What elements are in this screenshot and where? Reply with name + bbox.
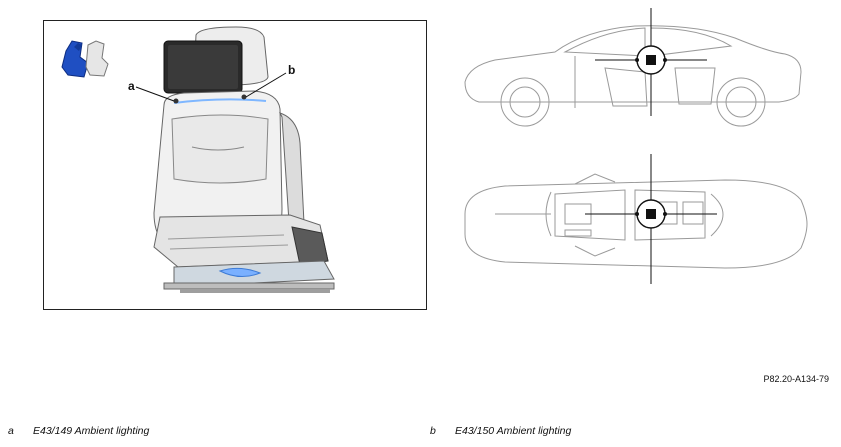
legend-text: E43/150 Ambient lighting — [455, 425, 572, 437]
seat-position-icon — [61, 40, 109, 78]
vehicle-side-view — [464, 25, 802, 127]
ambient-light-marker-icon — [595, 8, 707, 116]
legend-key: b — [430, 425, 436, 437]
legend-key: a — [8, 425, 14, 437]
legend-item-a: a E43/149 Ambient lighting — [8, 425, 149, 437]
ambient-light-marker-icon — [585, 154, 717, 284]
vehicle-top-view — [464, 173, 808, 269]
rear-seat-illustration — [61, 26, 335, 293]
vehicle-position-diagram — [464, 8, 808, 284]
vehicle-views — [455, 8, 815, 320]
reference-code: P82.20-A134-79 — [763, 374, 829, 384]
legend-item-b: b E43/150 Ambient lighting — [430, 425, 571, 437]
legend-text: E43/149 Ambient lighting — [33, 425, 150, 437]
callout-b: b — [288, 63, 296, 77]
callout-a: a — [128, 79, 135, 93]
seat-illustration-frame: a b — [43, 20, 427, 310]
